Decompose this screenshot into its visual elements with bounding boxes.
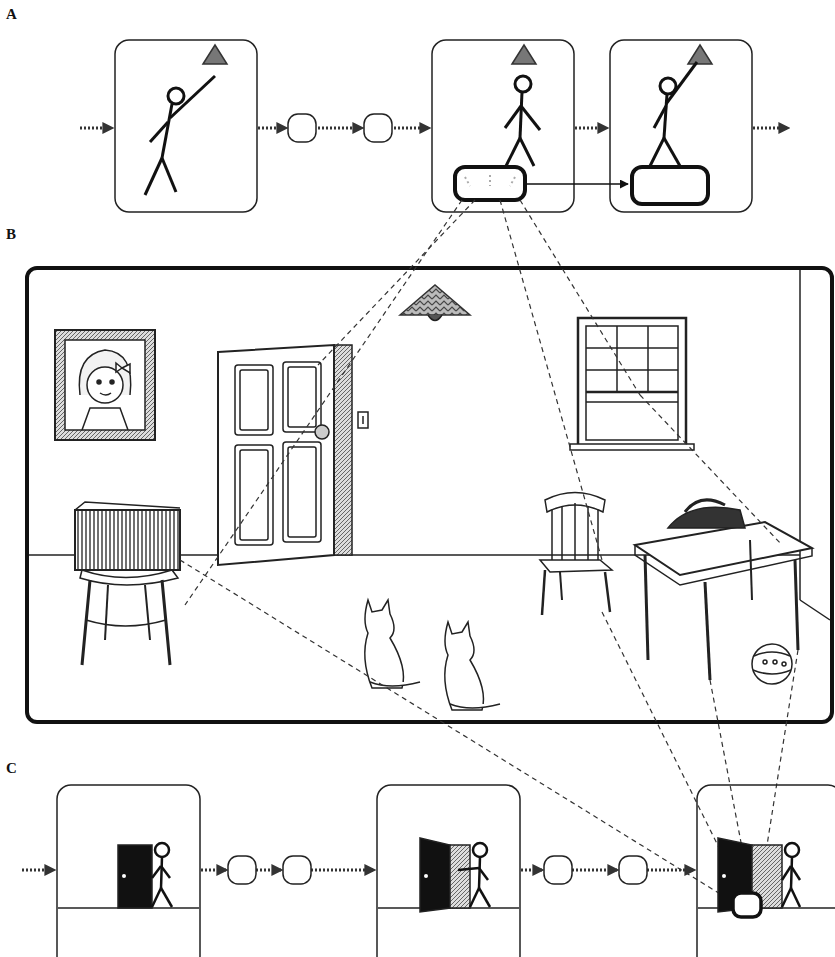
panel-letter: A (6, 6, 17, 23)
reference-lines (180, 560, 798, 905)
cats (365, 600, 500, 710)
window (570, 318, 694, 450)
door (218, 345, 368, 565)
stick-figure (650, 62, 697, 166)
stick-figure (145, 76, 215, 195)
panel-letter: B (6, 226, 16, 243)
panel-a (80, 40, 788, 212)
ball (752, 644, 792, 684)
panel-c (22, 785, 835, 957)
heater-stool (75, 502, 180, 665)
flow-arrows (80, 127, 788, 130)
stick-figure (505, 76, 540, 166)
panel-letter: C (6, 760, 17, 777)
reference-lines (185, 200, 782, 605)
chair (540, 493, 612, 616)
panel-b (27, 200, 832, 905)
picture-frame (55, 330, 155, 440)
